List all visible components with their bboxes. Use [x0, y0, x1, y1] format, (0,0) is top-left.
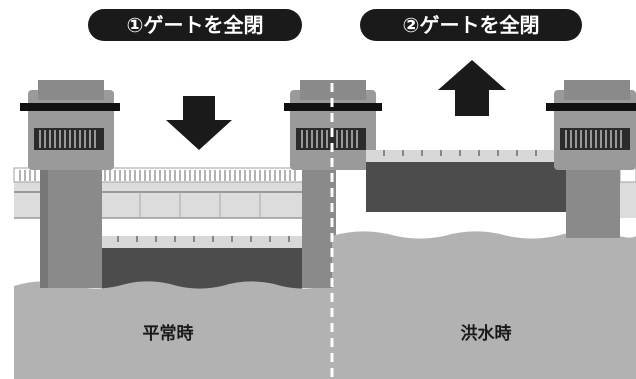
- tower-right: [546, 80, 636, 238]
- caption-normal: 平常時: [143, 323, 194, 344]
- caption-flood: 洪水時: [461, 323, 512, 344]
- gate-raised: [366, 150, 566, 212]
- heading-flood: ②ゲートを全閉: [403, 13, 540, 37]
- water-flood: [332, 231, 636, 379]
- heading-normal: ①ゲートを全閉: [127, 13, 264, 37]
- heading-pill-right: ②ゲートを全閉: [360, 9, 582, 41]
- panel-flood: ②ゲートを全閉 洪水時: [332, 9, 636, 379]
- heading-pill-left: ①ゲートを全閉: [88, 9, 302, 41]
- arrow-down-icon: [166, 96, 232, 150]
- arrow-up-icon: [438, 60, 506, 116]
- water-normal: [14, 281, 332, 379]
- panel-normal: ①ゲートを全閉 平常時: [13, 9, 382, 379]
- tower-left-1: [20, 80, 120, 288]
